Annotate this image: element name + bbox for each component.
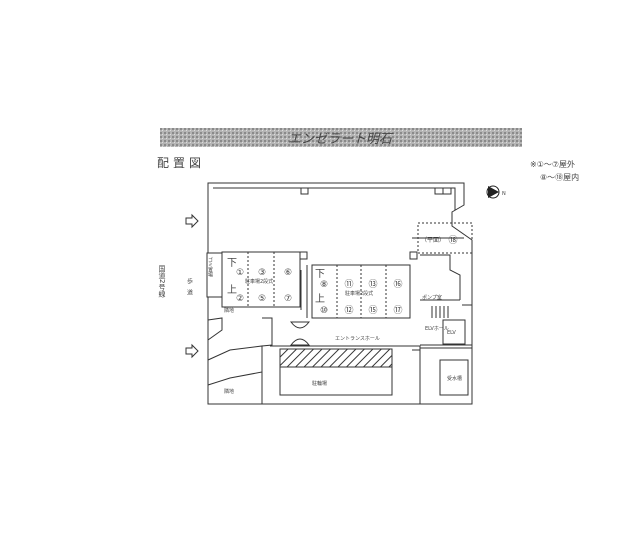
garbage-label: ゴミ置場 — [207, 256, 213, 278]
site-outline — [207, 182, 473, 405]
slot-number: ③ — [258, 268, 266, 278]
slot-number: ⑱ — [448, 235, 457, 246]
entry-arrow-icon — [185, 343, 199, 359]
slot-number: ⑫ — [344, 305, 353, 316]
slot-number: ⑦ — [284, 294, 292, 304]
parking-left: 下 上 駐車場2段式 ① ③ ⑥ ② ⑤ ⑦ — [221, 251, 301, 308]
svg-text:N: N — [502, 191, 506, 197]
sidewalk-label: 歩道 — [186, 277, 193, 300]
elevator — [442, 319, 466, 345]
svg-text:駐車場2段式: 駐車場2段式 — [345, 290, 373, 297]
parking-flat: （平面） ⑱ — [417, 222, 473, 254]
elv-label: ELV — [447, 330, 456, 336]
water-tank-label: 受水槽 — [447, 375, 462, 382]
down-label: 下 — [227, 258, 237, 269]
up-label: 上 — [227, 284, 237, 296]
note-line-2: ⑧～⑱屋内 — [540, 172, 579, 182]
note-line-1: ※①～⑦屋外 — [530, 159, 575, 169]
road-label: 国道2号線 — [158, 265, 166, 298]
slot-number: ⑮ — [368, 305, 377, 316]
bike-parking-label: 駐輪場 — [312, 380, 327, 387]
slot-number: ② — [236, 294, 244, 304]
slot-number: ⑤ — [258, 294, 266, 304]
title: エンゼラート明石 — [288, 132, 394, 147]
water-tank — [439, 359, 469, 396]
subtitle: 配置図 — [157, 156, 205, 170]
parking-right: 下 上 駐車場2段式 ⑧ ⑪ ⑬ ⑯ ⑩ ⑫ ⑮ ⑰ — [311, 264, 411, 319]
pump-room-label: ポンプ室 — [422, 294, 442, 301]
entrance-door — [289, 321, 311, 346]
slot-number: ⑥ — [284, 268, 292, 278]
slot-number: ⑪ — [344, 279, 353, 290]
slot-number: ① — [236, 268, 244, 278]
svg-text:（平面）: （平面） — [421, 237, 445, 244]
title-banner — [160, 128, 522, 147]
elv-hall-label: ELVホール — [425, 326, 449, 332]
slot-number: ⑬ — [368, 279, 377, 290]
svg-text:上: 上 — [315, 293, 325, 305]
slot-number: ⑧ — [320, 280, 328, 290]
neighbor-label: 隣地 — [224, 307, 234, 314]
svg-text:下: 下 — [315, 269, 325, 280]
north-arrow-icon: N — [486, 185, 506, 199]
slot-number: ⑩ — [320, 306, 328, 316]
parking-label: 駐車場2段式 — [245, 278, 273, 285]
entry-arrow-icon — [185, 213, 199, 229]
entrance-hall-label: エントランスホール — [335, 336, 380, 342]
slot-number: ⑯ — [393, 279, 402, 290]
slot-number: ⑰ — [393, 305, 402, 316]
svg-text:国道2号線: 国道2号線 — [158, 265, 166, 298]
stairs — [431, 306, 449, 318]
neighbor-label: 隣地 — [224, 388, 234, 395]
bike-parking-roof — [279, 348, 393, 368]
